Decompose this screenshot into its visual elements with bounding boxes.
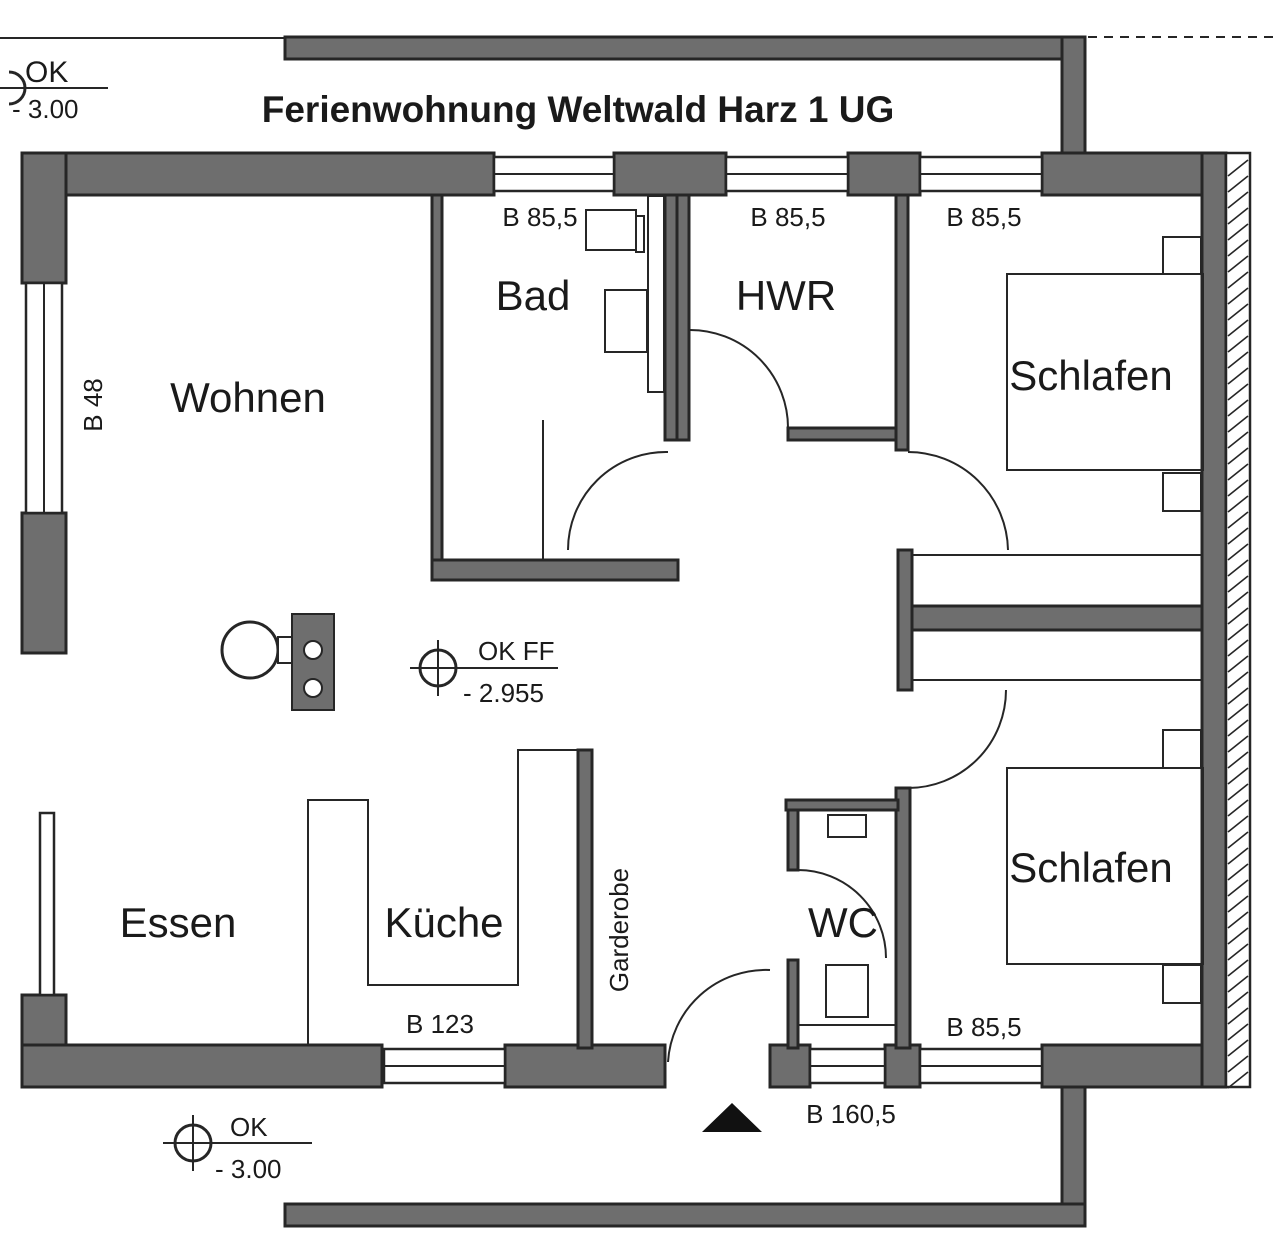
room-label-kueche: Küche — [384, 899, 503, 946]
level-marker-bottom-symbol — [163, 1115, 312, 1171]
dim-window-hwr: B 85,5 — [750, 202, 825, 232]
room-label-wohnen: Wohnen — [170, 374, 326, 421]
room-label-schlafen-top: Schlafen — [1009, 352, 1172, 399]
outer-walls — [20, 151, 1228, 1089]
labels: Ferienwohnung Weltwald Harz 1 UG Wohnen … — [12, 56, 1173, 1184]
room-label-garderobe: Garderobe — [604, 868, 634, 992]
level-center-label: OK FF — [478, 636, 555, 666]
level-center-value: - 2.955 — [463, 678, 544, 708]
inner-walls — [430, 193, 1204, 1050]
level-top-left-label: OK — [25, 56, 68, 89]
dim-window-kueche: B 123 — [406, 1009, 474, 1039]
windows — [24, 155, 1044, 1085]
room-label-wc: WC — [808, 899, 878, 946]
room-label-bad: Bad — [496, 272, 571, 319]
furniture — [220, 195, 1204, 1132]
dim-window-schlafen-bottom: B 85,5 — [946, 1012, 1021, 1042]
room-label-essen: Essen — [120, 899, 237, 946]
dim-window-bad: B 85,5 — [502, 202, 577, 232]
plan-title: Ferienwohnung Weltwald Harz 1 UG — [262, 89, 895, 130]
level-marker-center-symbol — [410, 640, 558, 696]
dim-window-schlafen-top: B 85,5 — [946, 202, 1021, 232]
room-label-hwr: HWR — [736, 272, 836, 319]
earth-hatch — [1224, 151, 1252, 1089]
room-label-schlafen-bottom: Schlafen — [1009, 844, 1172, 891]
dim-window-wohnen: B 48 — [78, 378, 108, 432]
door-swings — [567, 328, 1009, 1063]
terrace-walls — [0, 35, 1280, 1228]
level-marker-top-left-symbol — [0, 70, 108, 106]
level-markers — [0, 70, 558, 1171]
level-bottom-value: - 3.00 — [215, 1154, 282, 1184]
dim-door-entrance: B 160,5 — [806, 1099, 896, 1129]
level-top-left-value: - 3.00 — [12, 94, 79, 124]
level-bottom-label: OK — [230, 1112, 268, 1142]
